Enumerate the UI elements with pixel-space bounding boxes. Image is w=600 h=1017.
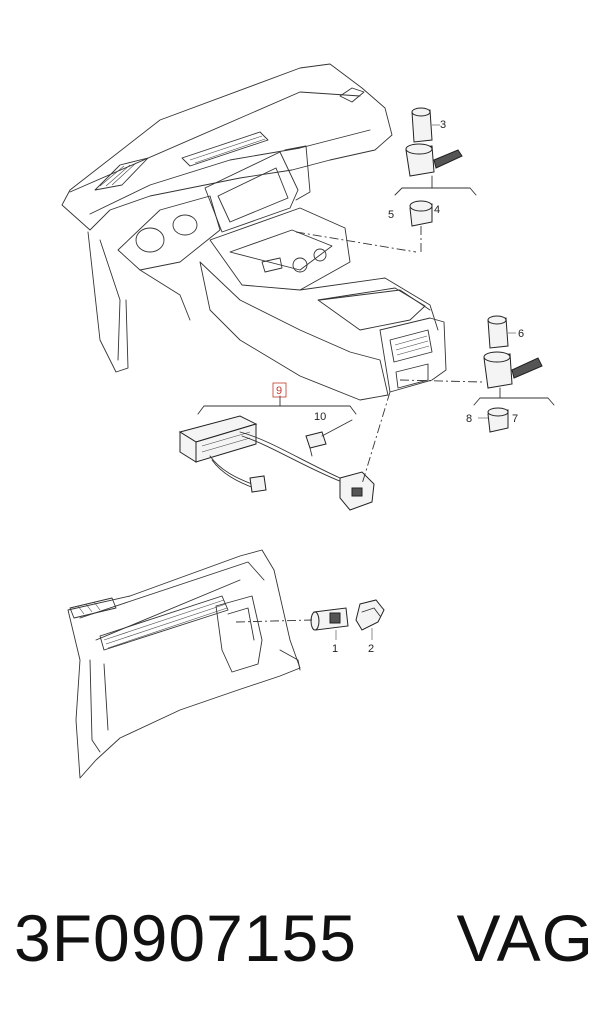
harness-module-group (178, 395, 375, 511)
part-number-footer: 3F0907155 VAG (14, 888, 594, 988)
callout-4: 4 (434, 204, 440, 216)
socket-group-trim (310, 599, 385, 640)
side-trim-illustration (67, 549, 301, 779)
parts-diagram: 3 4 5 6 7 8 9 10 1 2 (61, 63, 555, 779)
callout-9: 9 (276, 385, 282, 397)
callout-9-box: 9 (272, 382, 287, 398)
callout-7: 7 (512, 413, 518, 425)
callout-8: 8 (466, 413, 472, 425)
socket-group-lower (473, 315, 555, 433)
callout-5: 5 (388, 209, 394, 221)
brand-label: VAG (456, 901, 594, 975)
part-number: 3F0907155 (14, 901, 357, 975)
socket-group-upper (394, 107, 477, 252)
callout-3: 3 (440, 119, 446, 131)
callout-2: 2 (368, 643, 374, 655)
callout-6: 6 (518, 328, 524, 340)
callout-1: 1 (332, 643, 338, 655)
callout-10: 10 (314, 411, 326, 423)
dashboard-illustration (61, 63, 447, 401)
